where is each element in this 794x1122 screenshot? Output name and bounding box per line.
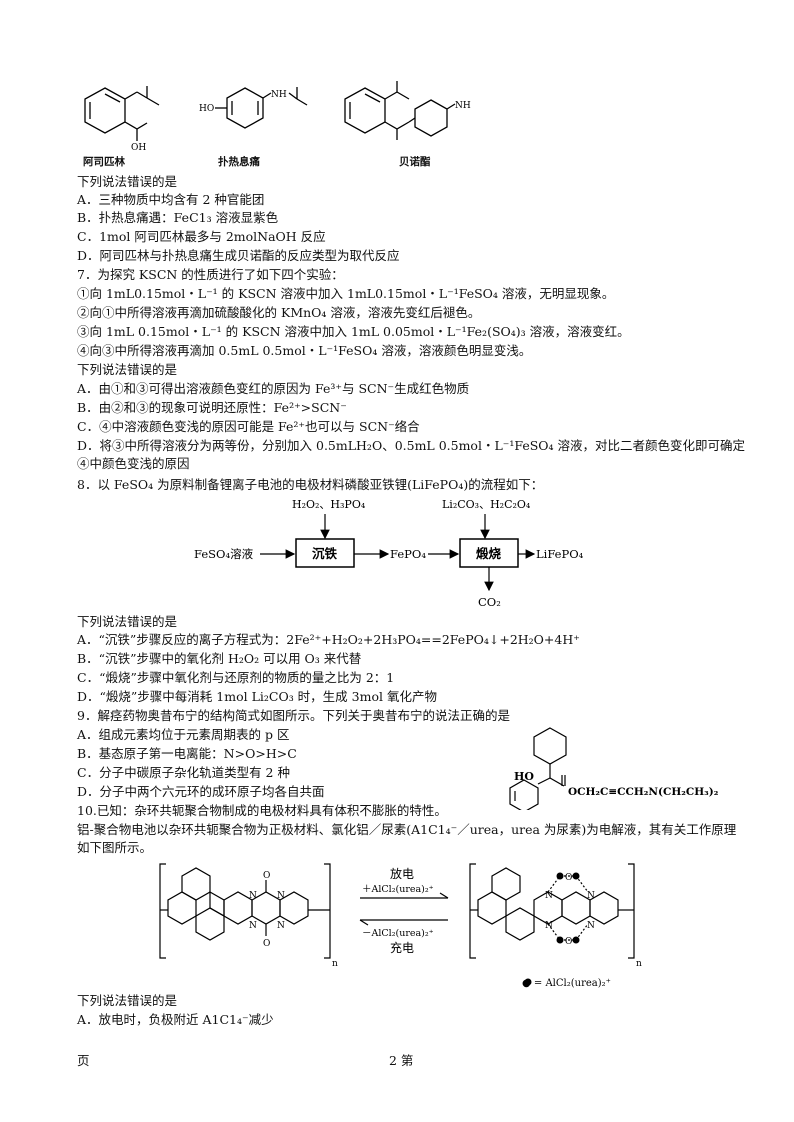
q6-option-c: C．1mol 阿司匹林最多与 2molNaOH 反应 [77, 229, 326, 244]
q7-option-d: D．将③中所得溶液分为两等份，分别加入 0.5mLH₂O、0.5mL 0.5mo… [77, 438, 746, 471]
q7-experiment-1: ①向 1mL0.15mol・L⁻¹ 的 KSCN 溶液中加入 1mL0.15mo… [77, 286, 615, 301]
flow-reagent-2: Li₂CO₃、H₂C₂O₄ [442, 498, 531, 511]
q10-option-a: A．放电时，负极附近 A1C1₄⁻减少 [77, 1012, 274, 1027]
right-bracket-close [628, 863, 635, 959]
caption-aspirin: 阿司匹林 [83, 156, 125, 168]
cyclohexyl-ring [533, 727, 567, 765]
atom-n-4: N [277, 921, 285, 931]
atom-n-right-1: N [545, 891, 553, 901]
flow-reagent-1: H₂O₂、H₃PO₄ [292, 498, 366, 511]
atom-o-top: O [263, 871, 270, 881]
phenyl-ring [509, 779, 539, 810]
atom-n-right-3: N [545, 921, 553, 931]
q6-option-b: B．扑热息痛遇：FeC1₃ 溶液显紫色 [77, 210, 279, 225]
footer-page-number: 2 第 [389, 1053, 414, 1068]
atom-o-bottom: O [263, 939, 270, 949]
q9-option-b: B．基态原子第一电离能：N>O>H>C [77, 746, 297, 761]
plus-reagent-label: ＋AlCl₂(urea)₂⁺ [362, 884, 434, 895]
q6-prompt: 下列说法错误的是 [77, 174, 178, 189]
bound-ion-dot [556, 872, 564, 880]
bound-ion-dot [556, 936, 564, 944]
flow-step-2: 煅烧 [476, 546, 502, 561]
benorilate-nh-label: NH [455, 101, 471, 111]
flow-step-1-box [295, 538, 355, 568]
flow-product: LiFePO₄ [536, 547, 584, 561]
q7-stem: 7．为探究 KSCN 的性质进行了如下四个实验： [77, 267, 344, 282]
legend-label: ● = AlCl₂(urea)₂⁺ [522, 978, 611, 989]
q9-oxybutynin-structure: HO OCH₂C≡CCH₂N(CH₂CH₃)₂ [509, 727, 719, 810]
flow-input: FeSO₄溶液 [194, 547, 254, 561]
aspirin-oh-label: OH [131, 143, 146, 153]
q10-prompt: 下列说法错误的是 [77, 993, 178, 1008]
q10-battery-diagram: O O N N N N O O N N N N n n 放电 ＋AlCl₂(ur… [159, 863, 642, 989]
atom-n-right-2: N [587, 891, 595, 901]
q9-option-a: A．组成元素均位于元素周期表的 p 区 [77, 727, 290, 742]
flow-intermediate: FePO₄ [390, 547, 426, 561]
footer-left: 页 [77, 1053, 90, 1068]
q8-option-a: A．“沉铁”步骤反应的离子方程式为：2Fe²⁺+H₂O₂+2H₃PO₄==2Fe… [77, 632, 580, 647]
flow-byproduct: CO₂ [478, 595, 501, 609]
aspirin-ring [84, 87, 126, 134]
atom-o-right-top: O [565, 873, 572, 883]
q9-option-c: C．分子中碳原子杂化轨道类型有 2 种 [77, 765, 290, 780]
q8-stem: 8．以 FeSO₄ 为原料制备锂离子电池的电极材料磷酸亚铁锂(LiFePO₄)的… [77, 477, 544, 492]
q7-prompt: 下列说法错误的是 [77, 362, 178, 377]
atom-n-right-4: N [587, 921, 595, 931]
bound-ion-dot [572, 936, 580, 944]
paracetamol-ho-label: HO [199, 104, 214, 114]
benorilate-ring-1 [344, 87, 386, 134]
q9-ho-label: HO [514, 770, 534, 783]
left-bracket-close [324, 863, 331, 959]
q9-stem: 9．解痉药物奥昔布宁的结构简式如图所示。下列关于奥昔布宁的说法正确的是 [77, 708, 510, 723]
q7-experiment-4: ④向③中所得溶液再滴加 0.5mL 0.5mol・L⁻¹FeSO₄ 溶液，溶液颜… [77, 343, 532, 358]
q8-option-b: B．“沉铁”步骤中的氧化剂 H₂O₂ 可以用 O₃ 来代替 [77, 651, 362, 666]
caption-paracetamol: 扑热息痛 [218, 156, 260, 168]
benorilate-ring-2 [414, 99, 448, 137]
q8-flow-diagram: H₂O₂、H₃PO₄ Li₂CO₃、H₂C₂O₄ FeSO₄溶液 沉铁 FePO… [194, 498, 584, 609]
atom-o-right-bottom: O [565, 937, 572, 947]
q9-option-d: D．分子中两个六元环的成环原子均各自共面 [77, 784, 325, 799]
q6-option-a: A．三种物质中均含有 2 种官能团 [77, 192, 265, 207]
left-bracket-open [159, 863, 166, 959]
q7-option-a: A．由①和③可得出溶液颜色变红的原因为 Fe³⁺与 SCN⁻生成红色物质 [77, 381, 470, 396]
legend-dot [524, 978, 532, 986]
q8-prompt: 下列说法错误的是 [77, 614, 178, 629]
bound-ion-dot [572, 872, 580, 880]
n-subscript-left: n [332, 959, 338, 969]
paracetamol-nh-label: NH [271, 90, 287, 100]
q10-line-2: 铝-聚合物电池以杂环共轭聚合物为正极材料、氯化铝／尿素(A1C1₄⁻／urea，… [77, 822, 737, 855]
atom-n-2: N [277, 891, 285, 901]
q8-option-d: D．“煅烧”步骤中每消耗 1mol Li₂CO₃ 时，生成 3mol 氧化产物 [77, 689, 437, 704]
atom-n-1: N [249, 891, 257, 901]
flow-step-1: 沉铁 [312, 546, 338, 561]
q7-option-b: B．由②和③的现象可说明还原性：Fe²⁺>SCN⁻ [77, 400, 347, 415]
atom-n-3: N [249, 921, 257, 931]
discharge-label: 放电 [390, 866, 414, 881]
q7-experiment-3: ③向 1mL 0.15mol・L⁻¹ 的 KSCN 溶液中加入 1mL 0.05… [77, 324, 630, 339]
q10-line-1: 10.已知：杂环共轭聚合物制成的电极材料具有体积不膨胀的特性。 [77, 803, 447, 818]
minus-reagent-label: －AlCl₂(urea)₂⁺ [362, 928, 434, 939]
right-bracket-open [469, 863, 476, 959]
q8-option-c: C．“煅烧”步骤中氧化剂与还原剂的物质的量之比为 2：1 [77, 670, 395, 685]
q9-side-chain: OCH₂C≡CCH₂N(CH₂CH₃)₂ [568, 786, 719, 798]
n-subscript-right: n [636, 959, 642, 969]
q6-option-d: D．阿司匹林与扑热息痛生成贝诺酯的反应类型为取代反应 [77, 248, 400, 263]
caption-benorilate: 贝诺酯 [399, 156, 431, 168]
q7-experiment-2: ②向①中所得溶液再滴加硫酸酸化的 KMnO₄ 溶液，溶液先变红后褪色。 [77, 305, 481, 320]
top-structures-figure: OH HO NH NH [84, 81, 471, 153]
charge-label: 充电 [390, 940, 414, 955]
q7-option-c: C．④中溶液颜色变浅的原因可能是 Fe²⁺也可以与 SCN⁻络合 [77, 419, 420, 434]
